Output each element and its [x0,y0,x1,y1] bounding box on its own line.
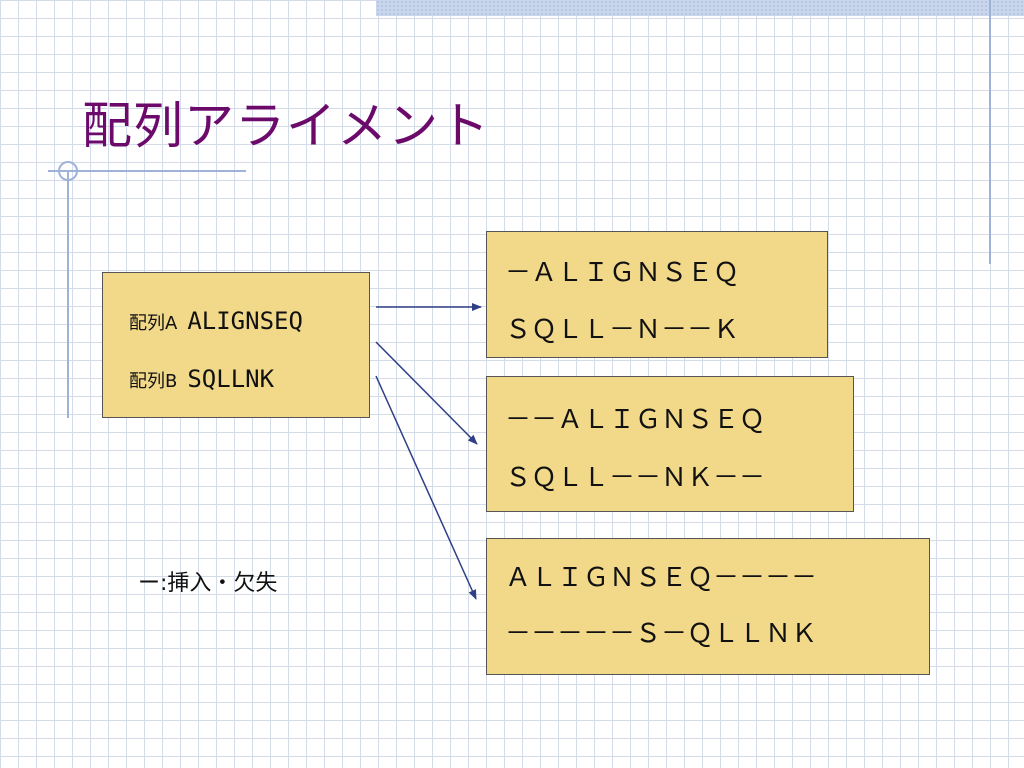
alignment-1-line-1: －ＡＬＩＧＮＳＥＱ [505,258,740,288]
decorative-vertical-line-left [67,170,69,418]
sequence-a-label: 配列A [129,313,178,334]
alignment-1-line-2: ＳＱＬＬ－Ｎ－－Ｋ [505,315,740,345]
gap-legend-note: ー:挿入・欠失 [138,571,278,596]
alignment-box-3: ＡＬＩＧＮＳＥＱ－－－－ －－－－－Ｓ－ＱＬＬＮＫ [486,538,930,675]
sequence-b-label: 配列B [129,371,178,392]
decorative-vertical-line-right [989,0,991,264]
alignment-3-line-1: ＡＬＩＧＮＳＥＱ－－－－ [505,563,818,593]
alignment-3-line-2: －－－－－Ｓ－ＱＬＬＮＫ [505,619,818,649]
sequence-a-value: ALIGNSEQ [187,307,303,335]
input-sequences-box: 配列A ALIGNSEQ 配列B SQLLNK [102,272,370,418]
arrow-to-alignment-2 [375,341,478,445]
sequence-a-row: 配列A ALIGNSEQ [129,307,303,335]
alignment-2-line-2: ＳＱＬＬ－－ＮＫ－－ [505,463,766,493]
crosshair-circle-icon [58,161,78,181]
alignment-box-2: －－ＡＬＩＧＮＳＥＱ ＳＱＬＬ－－ＮＫ－－ [486,376,854,512]
header-band [376,0,1024,16]
slide-title: 配列アライメント [82,97,490,155]
alignment-box-1: －ＡＬＩＧＮＳＥＱ ＳＱＬＬ－Ｎ－－Ｋ [486,231,828,358]
sequence-b-value: SQLLNK [187,365,275,393]
sequence-b-row: 配列B SQLLNK [129,365,274,393]
alignment-2-line-1: －－ＡＬＩＧＮＳＥＱ [505,405,766,435]
title-underline [48,170,246,172]
arrow-to-alignment-3 [375,375,477,600]
